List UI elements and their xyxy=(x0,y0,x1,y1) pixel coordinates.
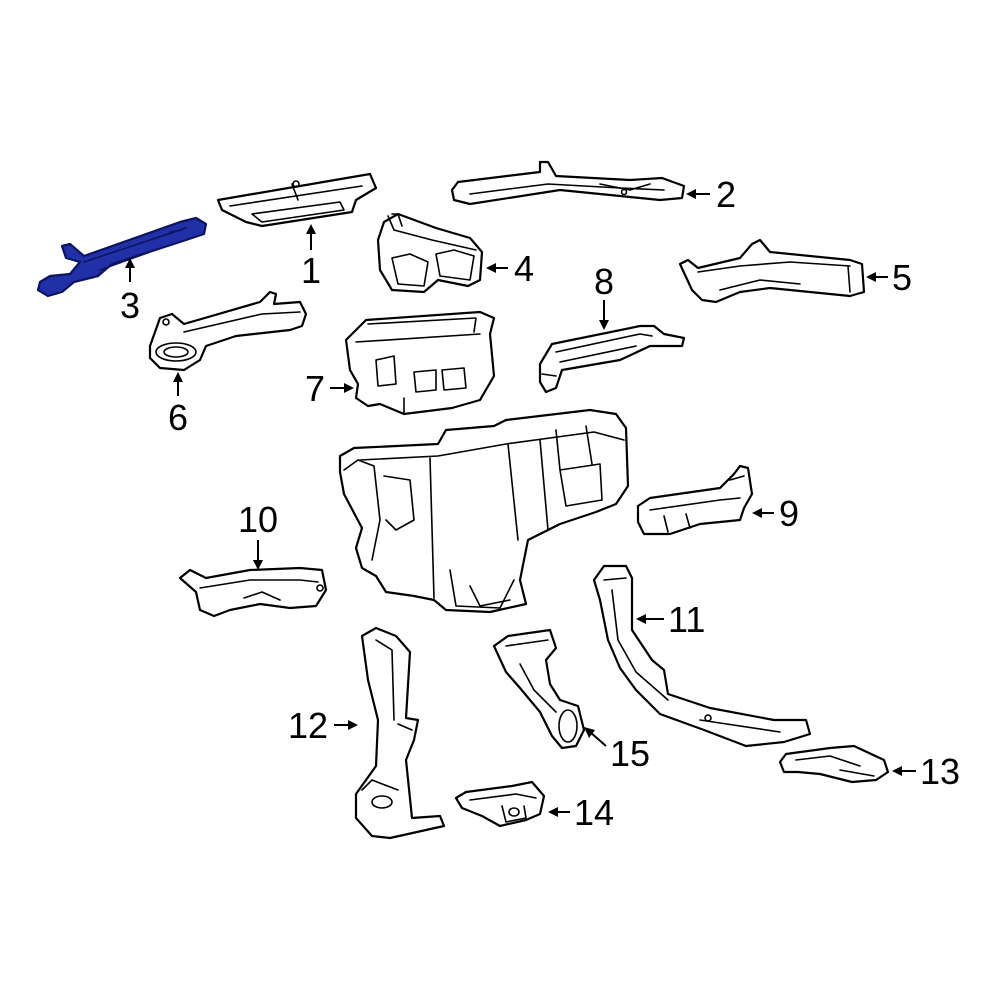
callout-3[interactable]: 3 xyxy=(120,285,140,326)
callout-13[interactable]: 13 xyxy=(920,751,960,792)
part-8-rear-duct[interactable] xyxy=(538,324,686,394)
hvac-case-assembly[interactable] xyxy=(338,408,630,614)
part-13-outlet[interactable] xyxy=(778,744,890,784)
callout-10[interactable]: 10 xyxy=(238,499,278,540)
part-10-foot-duct[interactable] xyxy=(178,566,328,618)
callout-7[interactable]: 7 xyxy=(305,368,325,409)
callout-5[interactable]: 5 xyxy=(892,257,912,298)
callout-15[interactable]: 15 xyxy=(610,733,650,774)
callout-9[interactable]: 9 xyxy=(779,493,799,534)
part-4-center-register[interactable] xyxy=(376,212,484,294)
part-1-defroster-nozzle[interactable] xyxy=(216,172,378,228)
callout-6[interactable]: 6 xyxy=(168,397,188,438)
callout-4[interactable]: 4 xyxy=(514,248,534,289)
part-6-side-vent-duct[interactable] xyxy=(148,290,308,372)
callout-11[interactable]: 11 xyxy=(668,599,705,640)
part-11-rear-floor-duct[interactable] xyxy=(592,564,812,748)
part-3-side-defroster-duct[interactable] xyxy=(36,216,208,298)
part-7-center-duct-housing[interactable] xyxy=(344,310,496,416)
callout-2[interactable]: 2 xyxy=(716,174,736,215)
part-5-side-vent-duct[interactable] xyxy=(678,238,866,304)
part-15-curved-duct[interactable] xyxy=(492,628,586,750)
callout-8[interactable]: 8 xyxy=(594,261,614,302)
callout-14[interactable]: 14 xyxy=(574,792,614,833)
leader-lines xyxy=(125,189,916,817)
part-9-duct[interactable] xyxy=(636,464,754,536)
part-12-floor-duct[interactable] xyxy=(354,626,446,840)
part-14-outlet[interactable] xyxy=(454,780,546,828)
callout-labels: 1 2 3 4 5 6 7 8 9 10 11 12 13 14 15 xyxy=(120,174,960,833)
part-2-defroster-duct[interactable] xyxy=(450,160,686,206)
callout-1[interactable]: 1 xyxy=(301,250,321,291)
callout-12[interactable]: 12 xyxy=(288,705,328,746)
